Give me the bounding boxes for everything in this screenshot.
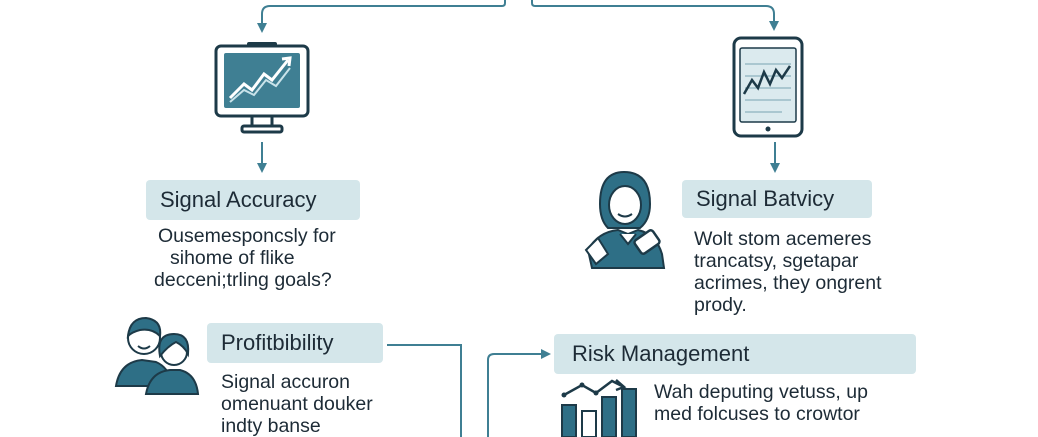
monitor-chart-icon bbox=[214, 42, 310, 134]
top-right-connector bbox=[531, 0, 779, 31]
profitbibility-label: Profitbibility bbox=[207, 323, 383, 363]
signal-accuracy-line-3: decceni;trling goals? bbox=[154, 269, 332, 291]
signal-accuracy-line-2: sihome of flike bbox=[170, 247, 295, 269]
signal-accuracy-label: Signal Accuracy bbox=[146, 180, 360, 220]
risk-management-line-1: Wah deputing vetuss, up bbox=[654, 381, 868, 403]
signal-accuracy-title: Signal Accuracy bbox=[160, 187, 317, 212]
profitbibility-title: Profitbibility bbox=[221, 330, 334, 355]
signal-accuracy-line-1: Ousemesponcsly for bbox=[158, 225, 336, 247]
profitbibility-line-1: Signal accuron bbox=[221, 371, 350, 393]
risk-connector bbox=[487, 349, 551, 437]
signal-batvicy-title: Signal Batvicy bbox=[696, 186, 835, 211]
person-headset-icon bbox=[584, 170, 666, 269]
signal-batvicy-line-2: trancatsy, sgetapar bbox=[694, 250, 859, 272]
profitbibility-line-2: omenuant douker bbox=[221, 393, 373, 415]
profitbibility-line-3: indty banse bbox=[221, 415, 321, 437]
bar-chart-icon bbox=[561, 379, 637, 437]
signal-accuracy-description: Ousemesponcsly for sihome of flike decce… bbox=[154, 225, 336, 291]
risk-management-label: Risk Management bbox=[554, 334, 916, 374]
signal-batvicy-description: Wolt stom acemeres trancatsy, sgetapar a… bbox=[694, 228, 882, 316]
signal-batvicy-label: Signal Batvicy bbox=[682, 180, 872, 218]
profitbibility-description: Signal accuron omenuant douker indty ban… bbox=[221, 371, 373, 437]
signal-batvicy-line-3: acrimes, they ongrent bbox=[694, 272, 882, 294]
two-people-icon bbox=[114, 316, 200, 395]
top-left-connector bbox=[257, 0, 506, 33]
risk-management-line-2: med folcuses to crowtor bbox=[654, 403, 860, 425]
risk-management-description: Wah deputing vetuss, up med folcuses to … bbox=[654, 381, 868, 425]
signal-batvicy-line-1: Wolt stom acemeres bbox=[694, 228, 872, 250]
profit-connector bbox=[387, 344, 462, 437]
signal-batvicy-line-4: prody. bbox=[694, 294, 747, 316]
tablet-chart-icon bbox=[732, 36, 804, 138]
risk-management-title: Risk Management bbox=[572, 341, 750, 366]
